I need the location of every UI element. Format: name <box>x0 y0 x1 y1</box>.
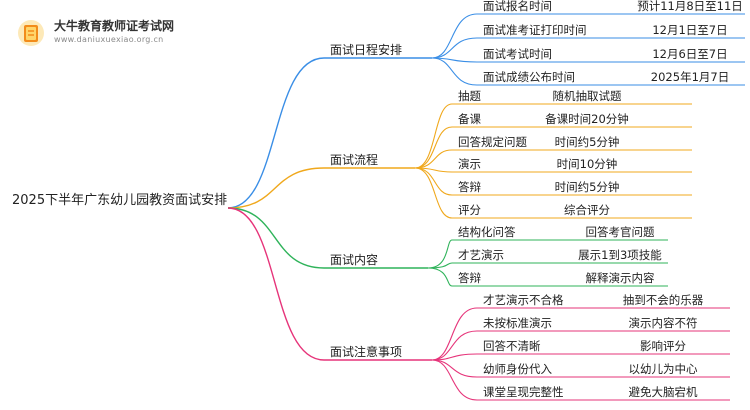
leaf-value: 综合评分 <box>564 203 610 217</box>
leaf-connector <box>431 57 478 86</box>
leaf-value: 避免大脑宕机 <box>629 385 698 399</box>
leaf-value: 解释演示内容 <box>586 271 655 285</box>
leaf-value: 时间10分钟 <box>557 157 618 171</box>
branch-connector <box>227 167 325 209</box>
leaf-connector <box>427 267 453 287</box>
leaf-value: 展示1到3项技能 <box>578 248 662 262</box>
leaf-value: 回答考官问题 <box>586 225 655 239</box>
branch-topic: 面试日程安排 <box>330 42 402 57</box>
leaf-connector <box>431 359 478 401</box>
leaf-connector <box>431 359 478 378</box>
leaf-value: 以幼儿为中心 <box>629 362 698 376</box>
brand-url: www.daniuxuexiao.org.cn <box>54 35 164 44</box>
leaf-label: 课堂呈现完整性 <box>483 385 564 399</box>
leaf-value: 2025年1月7日 <box>651 70 729 84</box>
leaf-value: 时间约5分钟 <box>555 135 620 149</box>
leaf-label: 才艺演示 <box>458 248 504 262</box>
leaf-value: 演示内容不符 <box>629 316 698 330</box>
leaf-label: 结构化问答 <box>458 225 516 239</box>
leaf-label: 幼师身份代入 <box>483 362 552 376</box>
leaf-label: 回答不清晰 <box>483 339 541 353</box>
leaf-label: 抽题 <box>458 89 481 103</box>
branch-topic: 面试流程 <box>330 152 378 167</box>
brand-name: 大牛教育教师证考试网 <box>54 19 175 33</box>
leaf-value: 时间约5分钟 <box>555 180 620 194</box>
leaf-label: 答辩 <box>458 180 481 194</box>
leaf-connector <box>431 37 478 59</box>
leaf-label: 未按标准演示 <box>483 316 552 330</box>
branch-topic: 面试注意事项 <box>330 344 402 359</box>
leaf-label: 备课 <box>458 112 481 126</box>
leaf-label: 评分 <box>458 203 481 217</box>
branch-connector <box>227 57 325 209</box>
leaf-connector <box>414 103 453 169</box>
leaf-value: 12月6日至7日 <box>652 47 727 61</box>
leaf-label: 面试考试时间 <box>483 47 552 61</box>
leaf-label: 面试报名时间 <box>483 0 552 13</box>
leaf-label: 答辩 <box>458 271 481 285</box>
root-topic: 2025下半年广东幼儿园教资面试安排 <box>12 192 227 208</box>
leaf-value: 12月1日至7日 <box>652 23 727 37</box>
leaf-value: 随机抽取试题 <box>553 89 622 103</box>
book-icon <box>18 20 44 46</box>
leaf-connector <box>431 307 478 361</box>
leaf-connector <box>414 126 453 169</box>
leaf-label: 面试成绩公布时间 <box>483 70 575 84</box>
branch-connector <box>227 207 325 361</box>
leaf-value: 预计11月8日至11日 <box>637 0 743 13</box>
leaf-label: 才艺演示不合格 <box>483 293 564 307</box>
leaf-value: 抽到不会的乐器 <box>623 293 704 307</box>
leaf-label: 演示 <box>458 157 481 171</box>
leaf-connector <box>414 167 453 219</box>
branch-connector <box>227 207 325 269</box>
leaf-label: 回答规定问题 <box>458 135 527 149</box>
leaf-connector <box>431 330 478 361</box>
leaf-connector <box>414 149 453 169</box>
leaf-value: 备课时间20分钟 <box>545 112 629 126</box>
brand-logo: 大牛教育教师证考试网 www.daniuxuexiao.org.cn <box>14 14 234 54</box>
leaf-connector <box>431 13 478 59</box>
branch-topic: 面试内容 <box>330 252 378 267</box>
leaf-label: 面试准考证打印时间 <box>483 23 587 37</box>
leaf-value: 影响评分 <box>640 339 686 353</box>
leaf-connector <box>427 239 453 269</box>
